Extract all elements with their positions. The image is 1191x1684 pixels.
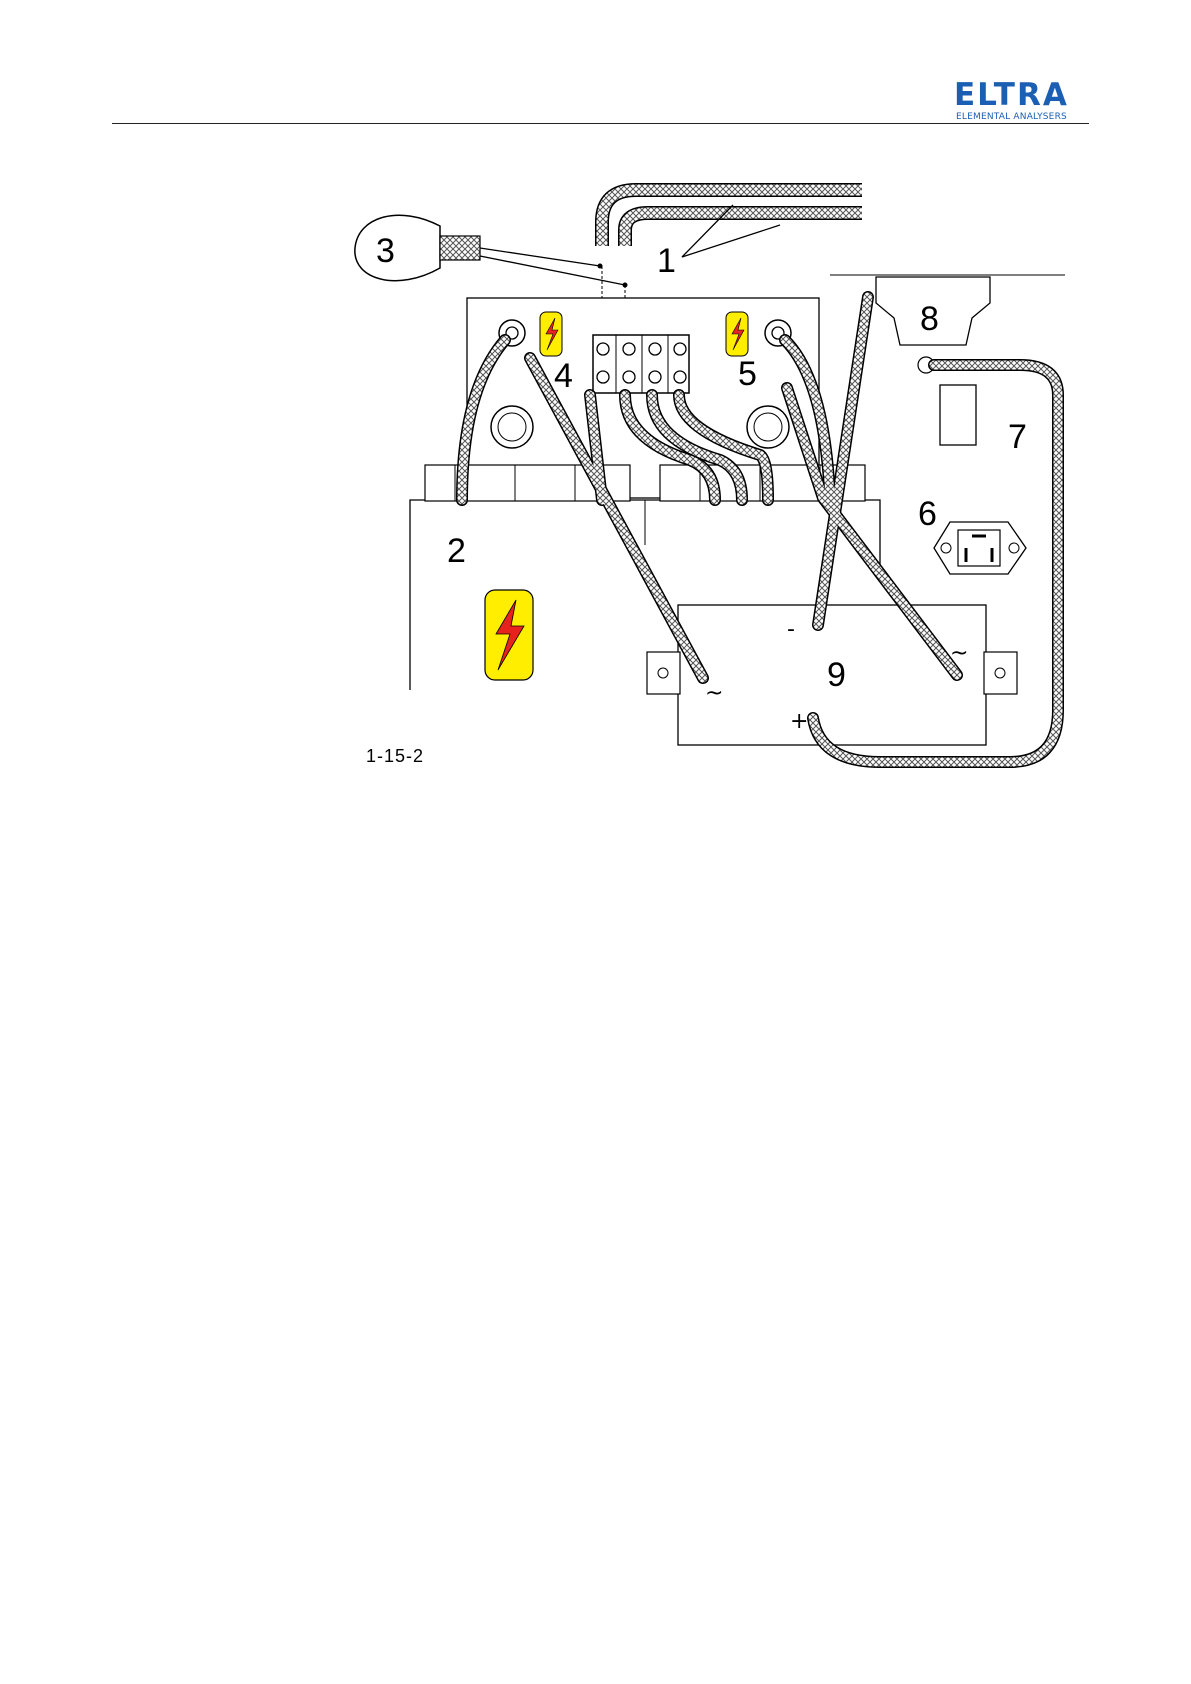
label-7: 7	[1008, 418, 1027, 456]
ac-symbol-left: ~	[705, 681, 723, 706]
warning-icon	[540, 312, 562, 356]
socket-6	[934, 522, 1026, 574]
label-2: 2	[447, 532, 466, 570]
plus-symbol: +	[790, 709, 808, 734]
label-1: 1	[657, 242, 676, 280]
label-9: 9	[827, 656, 846, 694]
bulb-3	[355, 215, 628, 287]
label-3: 3	[376, 232, 395, 270]
warning-icon	[485, 590, 533, 680]
label-5: 5	[738, 355, 757, 393]
terminal-block	[593, 335, 689, 393]
warning-icon	[726, 312, 748, 356]
figure-id: 1-15-2	[366, 746, 424, 766]
label-6: 6	[918, 495, 937, 533]
label-4: 4	[554, 357, 573, 395]
label-8: 8	[920, 300, 939, 338]
minus-symbol: -	[787, 617, 795, 642]
ac-symbol-right: ~	[950, 641, 968, 666]
